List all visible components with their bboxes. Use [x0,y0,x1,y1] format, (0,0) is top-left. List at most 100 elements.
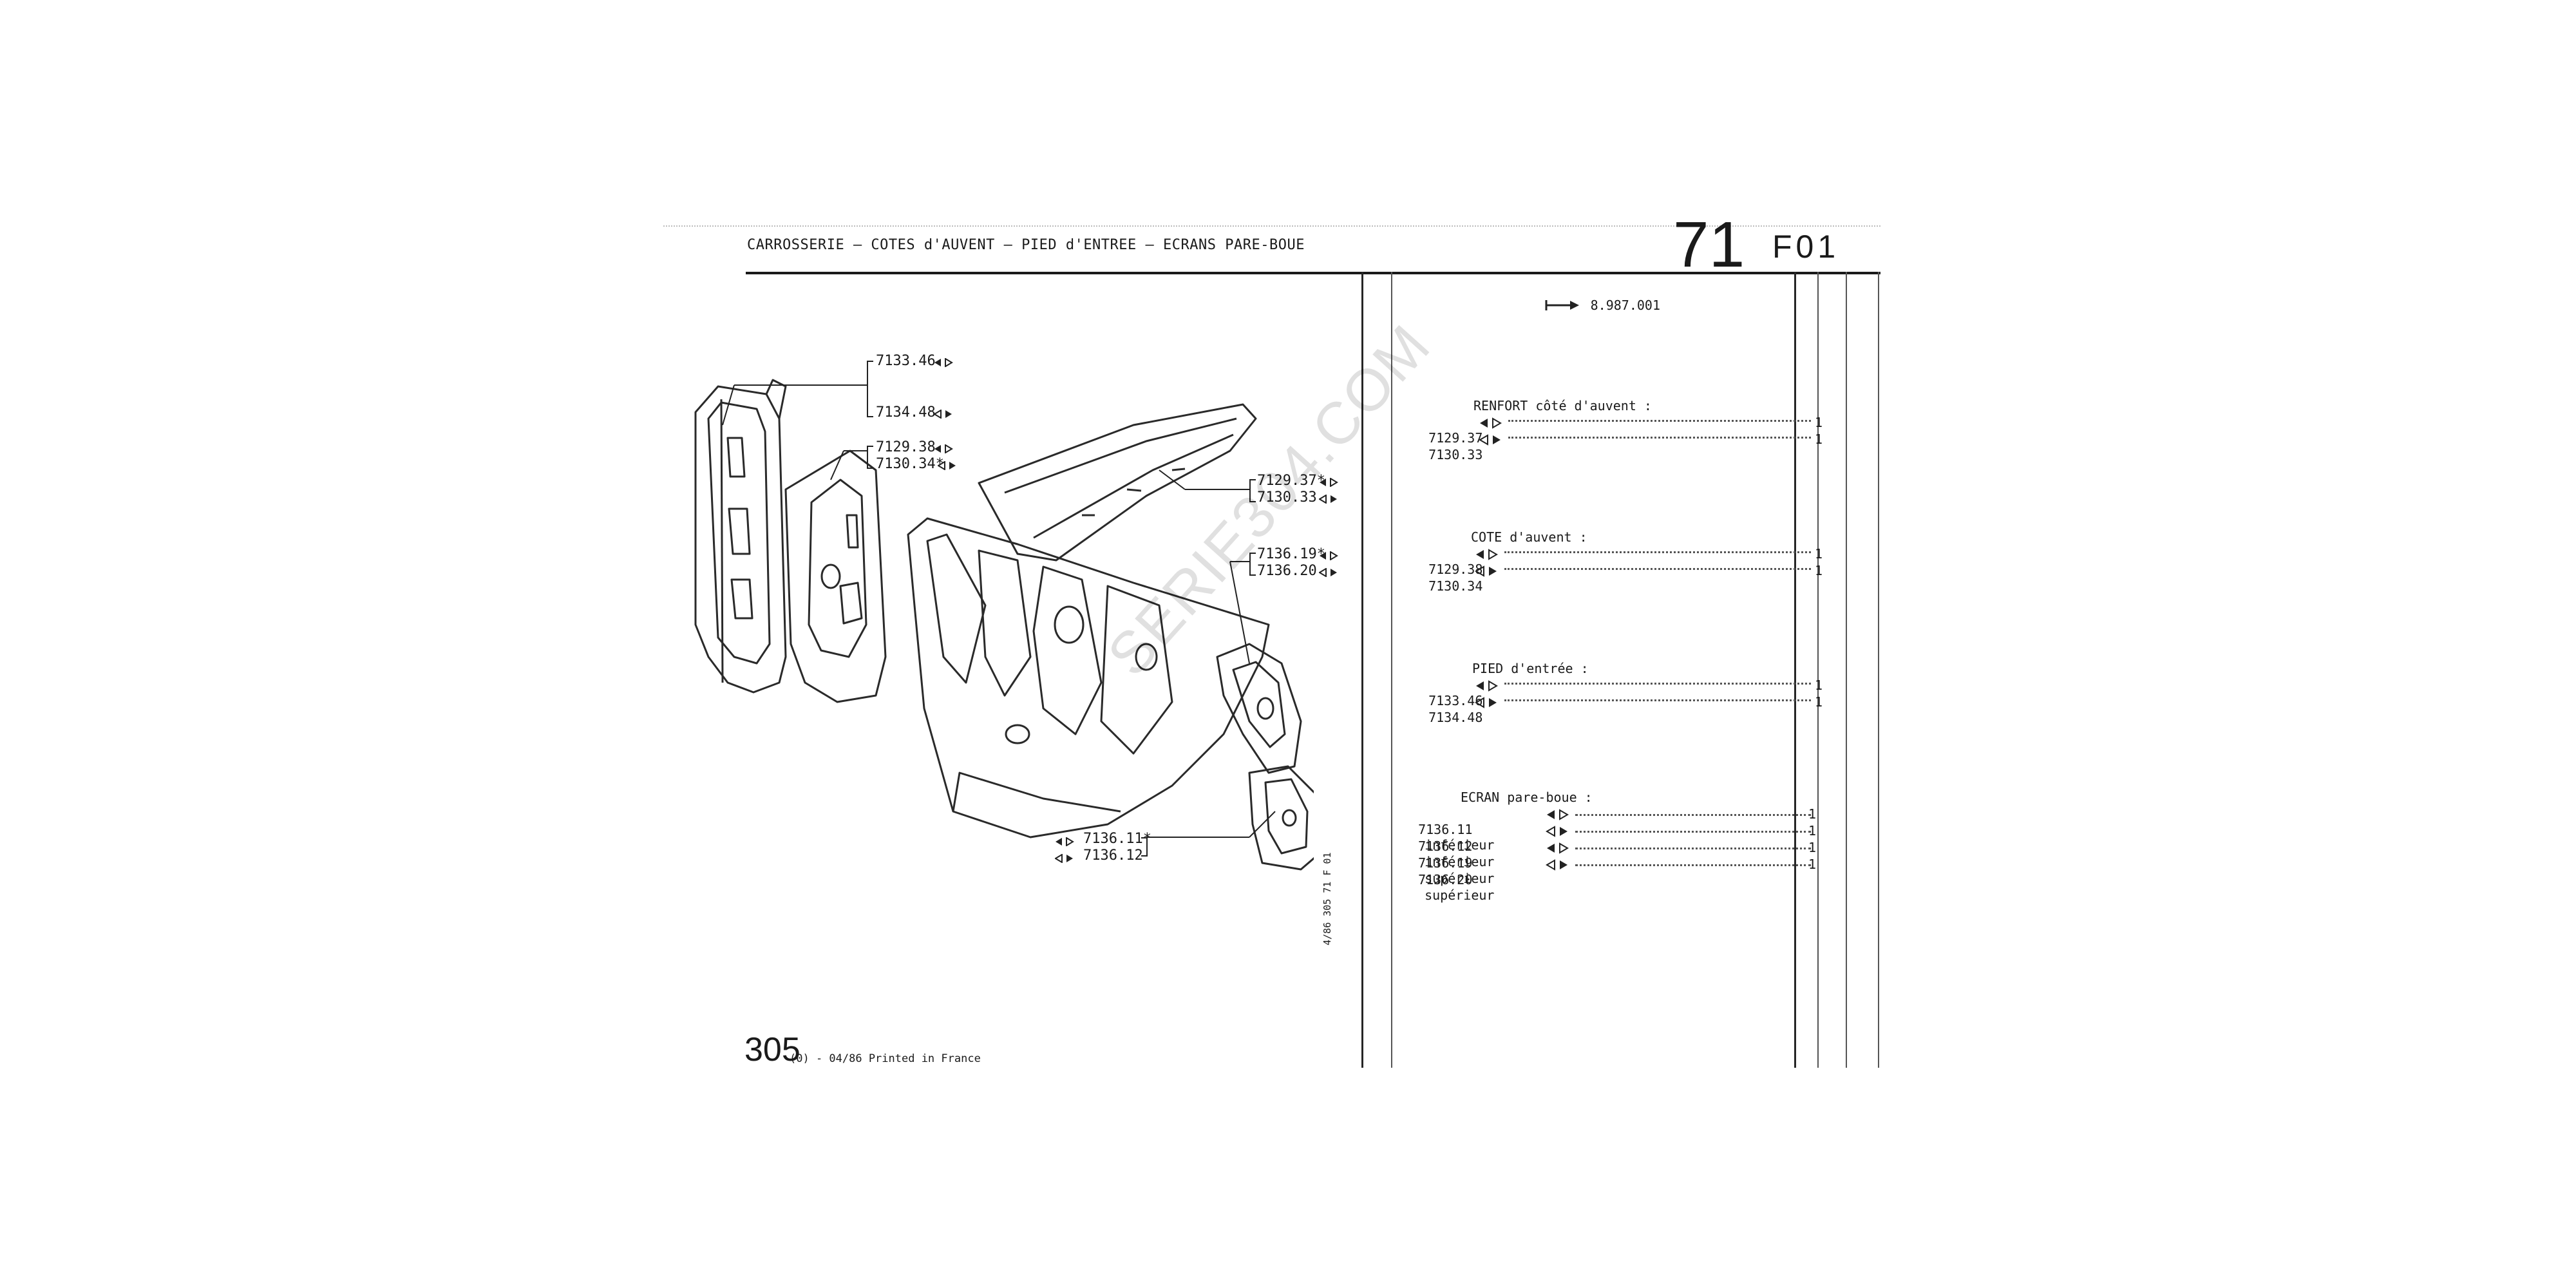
part-ref: 7136.12 [1418,838,1473,854]
left-hand-arrow-icon [934,444,953,453]
part-description: supérieur [1425,871,1495,886]
door-pillar-drawing [694,379,787,694]
left-hand-arrow-icon [1476,549,1498,560]
print-info: (0) - 04/86 Printed in France [790,1052,981,1065]
left-hand-arrow-icon [1547,842,1569,854]
group-heading-cote-auvent: COTE d'auvent : [1471,529,1587,545]
table-row: 7130.33 [1413,431,1482,462]
table-row: 7134.48 [1413,694,1482,725]
column-divider-right [1878,272,1879,1068]
right-hand-arrow-icon [1055,854,1073,863]
leader-dots [1504,568,1811,570]
part-ref: 7136.11 [1418,822,1473,837]
leader-dots [1504,699,1811,701]
plate-code: F01 [1772,229,1840,265]
left-hand-arrow-icon [1476,680,1498,692]
callout-label: 7134.48 [876,404,936,421]
part-ref: 7130.33 [1428,447,1483,462]
part-qty: 1 [1808,806,1817,822]
leader-dots [1575,848,1811,849]
callout-label: 7133.46 [876,353,936,369]
table-row: 7136.11 inférieur [1403,806,1494,853]
right-hand-arrow-icon [1479,434,1501,446]
callout-label: 7136.12 [1083,848,1143,864]
upper-mudguard-screen-drawing [1216,643,1302,774]
callout-label: 7130.34* [876,456,944,472]
part-description: supérieur [1425,887,1495,903]
column-divider-qty-3 [1846,272,1847,1068]
table-row: 7130.34 [1413,563,1482,594]
callout-bracket [867,446,873,469]
leader-dots [1504,551,1811,553]
table-row: 7136.20 supérieur [1403,857,1494,903]
callout-bracket [1141,837,1148,857]
callout-bracket [867,361,873,417]
header-top-dotted-line [663,225,1880,228]
leader-dots [1508,437,1811,439]
left-hand-arrow-icon [1056,837,1074,846]
cowl-side-drawing [784,450,887,703]
right-hand-arrow-icon [938,461,956,470]
group-heading-ecran-pare-boue: ECRAN pare-boue : [1461,790,1593,805]
column-divider-left-inner [1391,272,1392,1068]
callout-label: 7136.19* [1257,546,1325,562]
leader-dots [1575,831,1811,833]
serial-reference: 8.987.001 [1544,298,1660,313]
callout-label: 7129.37* [1257,473,1325,489]
table-row: 7136.12 inférieur [1403,823,1494,869]
left-hand-arrow-icon [1320,478,1338,487]
part-description: inférieur [1425,854,1495,869]
part-qty: 1 [1815,563,1823,578]
part-qty: 1 [1815,677,1823,693]
callout-label: 7136.20 [1257,563,1317,579]
table-row: 7133.46 [1413,677,1482,708]
part-qty: 1 [1808,857,1817,872]
part-qty: 1 [1815,415,1823,430]
left-hand-arrow-icon [1547,809,1569,820]
section-number: 71 [1673,209,1745,281]
part-qty: 1 [1808,823,1817,838]
part-ref: 7134.48 [1428,710,1483,725]
right-hand-arrow-icon [1475,565,1497,577]
part-description: inférieur [1425,837,1495,853]
table-row: 7129.38 [1413,546,1482,577]
part-qty: 1 [1815,694,1823,710]
left-hand-arrow-icon [1320,551,1338,560]
column-divider-qty [1794,272,1796,1068]
page-title: CARROSSERIE – COTES d'AUVENT – PIED d'EN… [747,237,1305,253]
part-qty: 1 [1815,431,1823,447]
side-reference: 4/86 305 71 F 01 [1321,852,1333,946]
right-hand-arrow-icon [1319,495,1337,504]
page-number: 305 [744,1031,800,1068]
right-hand-arrow-icon [1319,568,1337,577]
lower-mudguard-screen-drawing [1248,765,1314,871]
column-divider-qty-2 [1817,272,1819,1068]
group-heading-pied-entree: PIED d'entrée : [1472,661,1589,676]
part-ref: 7136.19 [1418,855,1473,871]
right-hand-arrow-icon [1546,826,1567,837]
leader-dots [1508,420,1811,422]
callout-bracket [1249,479,1256,502]
callout-label: 7130.33 [1257,489,1317,506]
callout-bracket [1249,553,1256,576]
column-divider-left [1361,272,1363,1068]
cowl-reinforcement-drawing [978,403,1257,562]
firewall-panel-drawing [907,517,1270,838]
callout-label: 7136.11* [1083,831,1151,847]
part-ref: 7129.37 [1428,430,1483,446]
part-ref: 7133.46 [1428,693,1483,708]
group-heading-renfort: RENFORT côté d'auvent : [1473,398,1652,413]
part-ref: 7136.20 [1418,872,1473,887]
leader-dots [1575,864,1811,866]
table-row: 7136.19 supérieur [1403,840,1494,886]
right-hand-arrow-icon [934,410,952,419]
leader-dots [1575,814,1811,816]
part-qty: 1 [1815,546,1823,562]
table-row: 7129.37 [1413,415,1482,446]
left-hand-arrow-icon [1480,417,1502,429]
leader-dots [1504,683,1811,685]
part-qty: 1 [1808,840,1817,855]
part-ref: 7130.34 [1428,578,1483,594]
exploded-parts-illustration [694,379,1314,871]
header-rule [746,272,1880,274]
